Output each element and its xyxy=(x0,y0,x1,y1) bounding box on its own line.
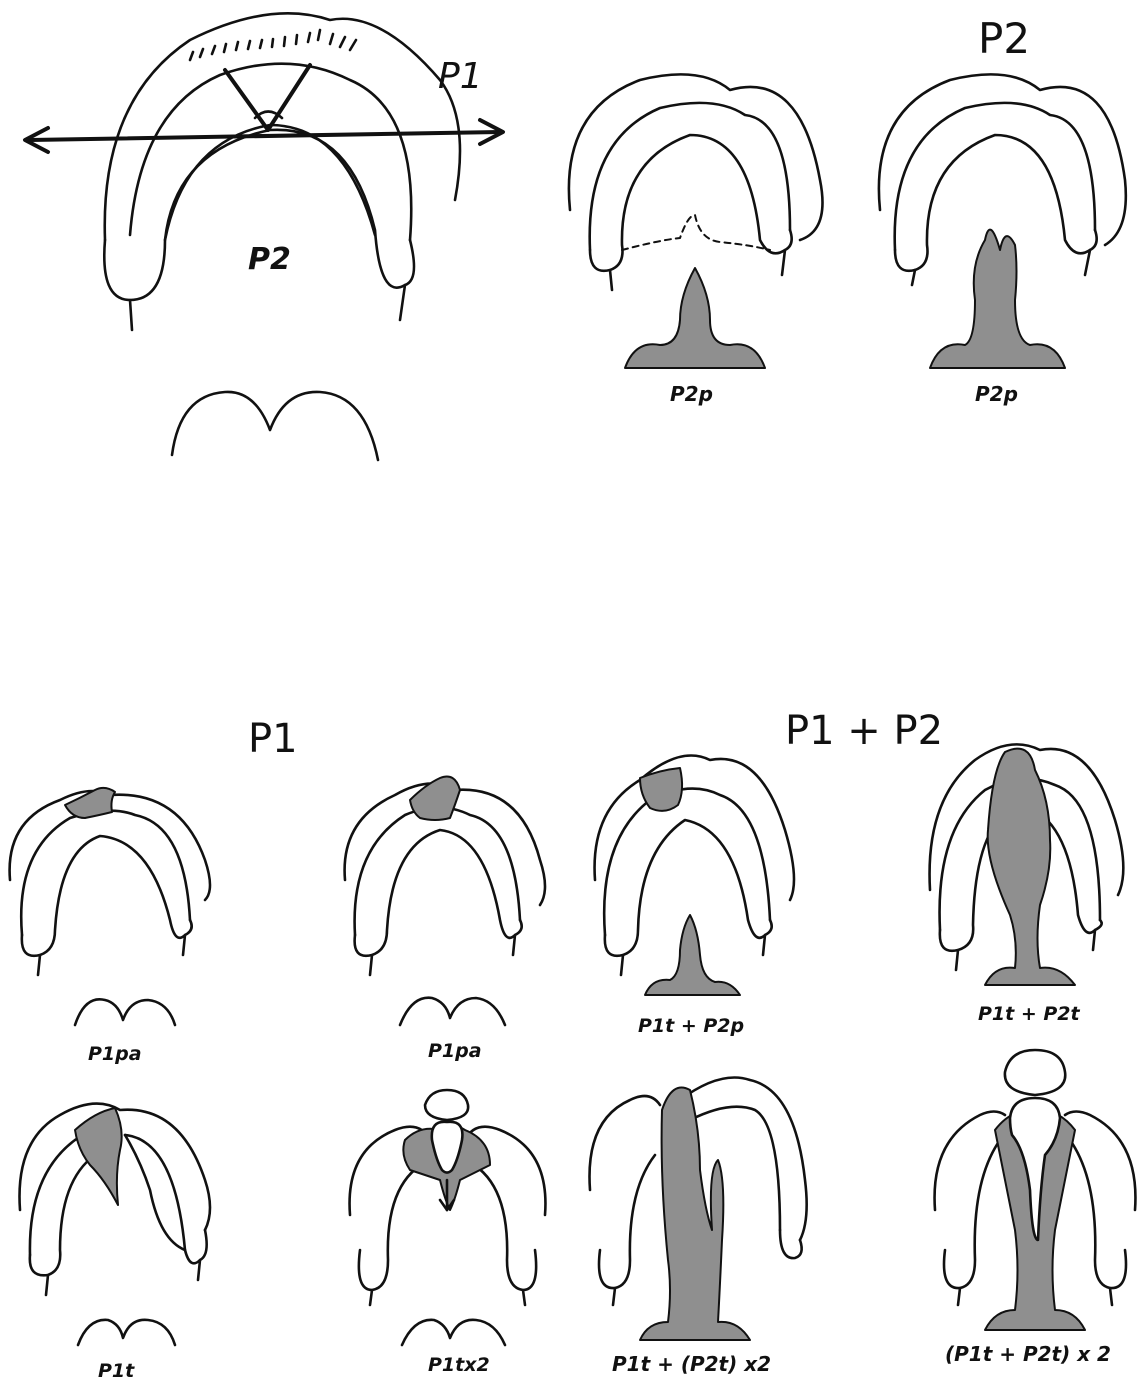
figure-p1t-p2p xyxy=(595,756,794,996)
label-p1t-p2t-x2-b: (P1t + P2t) x 2 xyxy=(945,1342,1111,1366)
figure-p1tx2 xyxy=(350,1090,546,1345)
label-p1-top: P1 xyxy=(438,56,483,97)
label-p1pa-b: P1pa xyxy=(428,1040,482,1062)
inner-arch xyxy=(165,125,375,240)
figure-p2p-dashed xyxy=(569,74,823,368)
label-p2-center: P2 xyxy=(248,242,291,277)
label-p1pa-a: P1pa xyxy=(88,1043,142,1065)
figure-p1t-p2t xyxy=(930,744,1124,985)
label-p1t: P1t xyxy=(98,1360,134,1382)
figure-p1t-p2t-x2-b xyxy=(935,1050,1136,1330)
right-tail xyxy=(400,285,405,320)
hatching xyxy=(190,30,356,60)
axis-line xyxy=(30,132,500,140)
bump-curve xyxy=(172,392,378,460)
figure-main-schematic xyxy=(25,13,503,460)
label-p1t-p2t-x2: P1t + (P2t) x2 xyxy=(612,1352,771,1376)
label-p2-top: P2 xyxy=(978,14,1030,63)
left-tail xyxy=(130,300,132,330)
label-p1tx2: P1tx2 xyxy=(428,1354,490,1376)
label-p2p-b: P2p xyxy=(975,382,1018,406)
figure-p1t xyxy=(20,1104,211,1345)
figure-p1pa-1 xyxy=(10,788,210,1025)
label-section-p1-p2: P1 + P2 xyxy=(785,708,943,754)
label-p1t-p2p: P1t + P2p xyxy=(638,1015,744,1037)
v-wedge xyxy=(225,65,310,130)
label-section-p1: P1 xyxy=(248,716,298,762)
label-p2p-a: P2p xyxy=(670,382,713,406)
figure-p1t-p2t-x2 xyxy=(590,1078,807,1341)
figure-p2-stalk xyxy=(879,74,1126,368)
label-p1t-p2t: P1t + P2t xyxy=(978,1003,1080,1025)
figure-p1pa-2 xyxy=(345,777,545,1026)
